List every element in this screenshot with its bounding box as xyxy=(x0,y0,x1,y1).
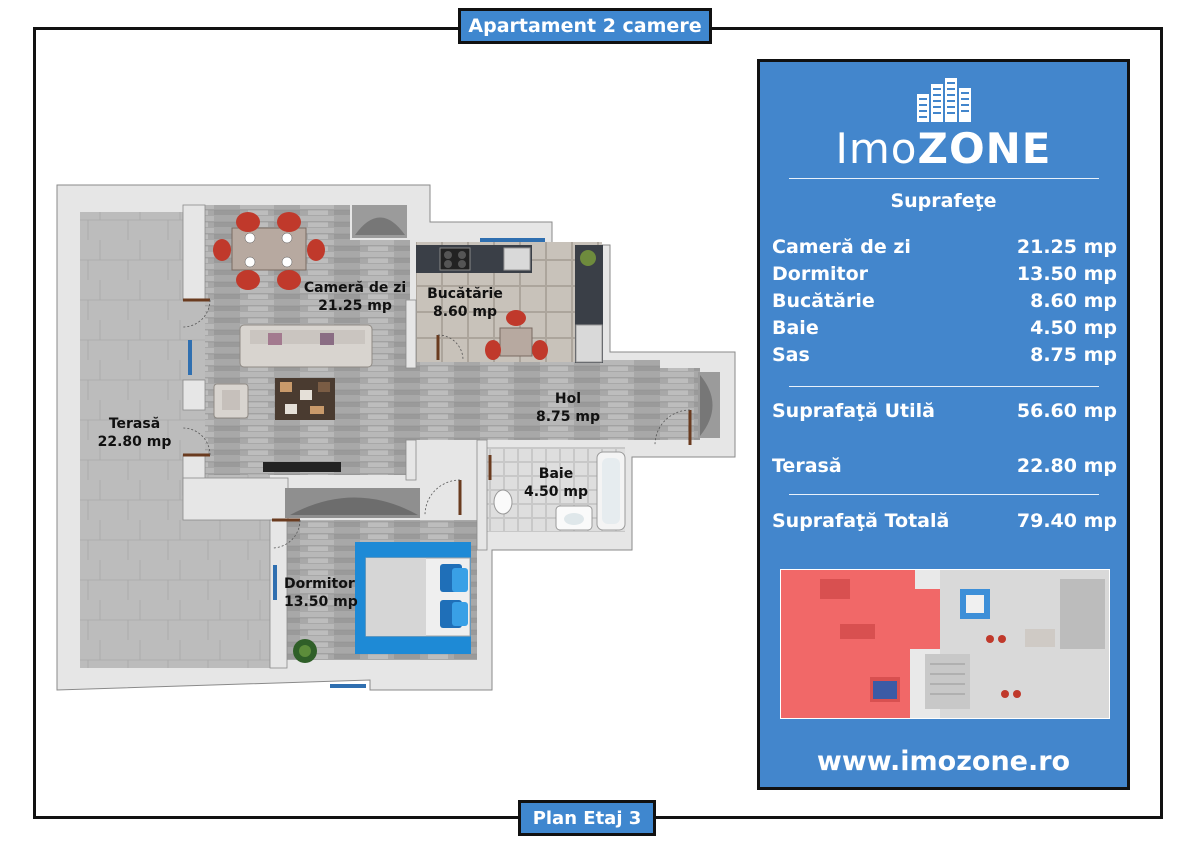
area-row: Cameră de zi 21.25 mp xyxy=(772,236,1117,258)
building-plan-thumbnail xyxy=(780,569,1110,719)
total-area-row: Suprafaţă Totală 79.40 mp xyxy=(772,510,1117,532)
floor-plan xyxy=(56,184,736,691)
room-name: Baie xyxy=(538,466,574,482)
room-name: Hol xyxy=(554,391,582,407)
room-label-hol: Hol 8.75 mp xyxy=(528,390,608,426)
area-row-name: Cameră de zi xyxy=(772,236,911,258)
door-swings xyxy=(182,299,691,549)
divider xyxy=(789,494,1099,495)
area-row-value: 8.75 mp xyxy=(1030,344,1117,366)
hallway-floor xyxy=(410,368,700,440)
room-name: Terasă xyxy=(108,416,161,432)
interior-walls xyxy=(182,204,488,669)
area-row-value: 79.40 mp xyxy=(1016,510,1117,532)
room-label-baie: Baie 4.50 mp xyxy=(520,465,592,501)
tv-unit xyxy=(263,462,341,472)
room-name: Cameră de zi xyxy=(303,280,407,296)
area-row: Dormitor 13.50 mp xyxy=(772,263,1117,285)
kitchen-table xyxy=(485,310,548,360)
room-label-dormitor: Dormitor 13.50 mp xyxy=(284,575,358,611)
surfaces-panel: ImoZONE Suprafeţe Cameră de zi 21.25 mp … xyxy=(757,59,1130,790)
area-row-value: 56.60 mp xyxy=(1016,400,1117,422)
room-label-camera-de-zi: Cameră de zi 21.25 mp xyxy=(300,279,410,315)
doors xyxy=(183,298,692,522)
windows xyxy=(188,238,545,688)
area-row-name: Bucătărie xyxy=(772,290,875,312)
area-row-value: 13.50 mp xyxy=(1016,263,1117,285)
room-label-terasa: Terasă 22.80 mp xyxy=(92,415,177,451)
area-row-name: Sas xyxy=(772,344,810,366)
area-row-value: 22.80 mp xyxy=(1016,455,1117,477)
sofa xyxy=(239,324,373,368)
brand-logo: ImoZONE xyxy=(760,124,1127,174)
buildings-icon xyxy=(917,78,971,122)
room-area: 13.50 mp xyxy=(284,594,358,610)
plant xyxy=(293,639,317,663)
armchair xyxy=(213,383,249,419)
dining-table xyxy=(213,212,325,290)
room-label-bucatarie: Bucătărie 8.60 mp xyxy=(420,285,510,321)
area-row: Baie 4.50 mp xyxy=(772,317,1117,339)
area-row-name: Suprafaţă Totală xyxy=(772,510,950,532)
staircase xyxy=(285,205,720,518)
logo-text-bold: ZONE xyxy=(917,124,1052,173)
area-row: Bucătărie 8.60 mp xyxy=(772,290,1117,312)
section-title: Suprafeţe xyxy=(890,190,997,212)
divider xyxy=(789,178,1099,179)
room-area: 8.60 mp xyxy=(432,304,498,320)
bed xyxy=(355,542,471,654)
plan-level-label: Plan Etaj 3 xyxy=(518,800,656,836)
room-name: Bucătărie xyxy=(427,286,503,302)
total-usable-row: Suprafaţă Utilă 56.60 mp xyxy=(772,400,1117,422)
kitchen-counters xyxy=(416,245,603,363)
website-url[interactable]: www.imozone.ro xyxy=(816,746,1071,777)
terrace-row: Terasă 22.80 mp xyxy=(772,455,1117,477)
area-row-name: Dormitor xyxy=(772,263,869,285)
area-row-name: Suprafaţă Utilă xyxy=(772,400,935,422)
area-row-name: Baie xyxy=(772,317,819,339)
room-area: 8.75 mp xyxy=(535,409,601,425)
area-row-name: Terasă xyxy=(772,455,842,477)
room-area: 21.25 mp xyxy=(318,298,392,314)
area-row-value: 8.60 mp xyxy=(1030,290,1117,312)
area-row-value: 4.50 mp xyxy=(1030,317,1117,339)
room-area: 4.50 mp xyxy=(523,484,589,500)
room-name: Dormitor xyxy=(284,576,355,592)
room-area: 22.80 mp xyxy=(97,434,172,450)
logo-text-light: Imo xyxy=(835,124,918,173)
area-row: Sas 8.75 mp xyxy=(772,344,1117,366)
bathroom-fixtures xyxy=(493,451,626,531)
divider xyxy=(789,386,1099,387)
area-row-value: 21.25 mp xyxy=(1016,236,1117,258)
living-rug xyxy=(275,378,335,420)
page-title: Apartament 2 camere xyxy=(458,8,712,44)
